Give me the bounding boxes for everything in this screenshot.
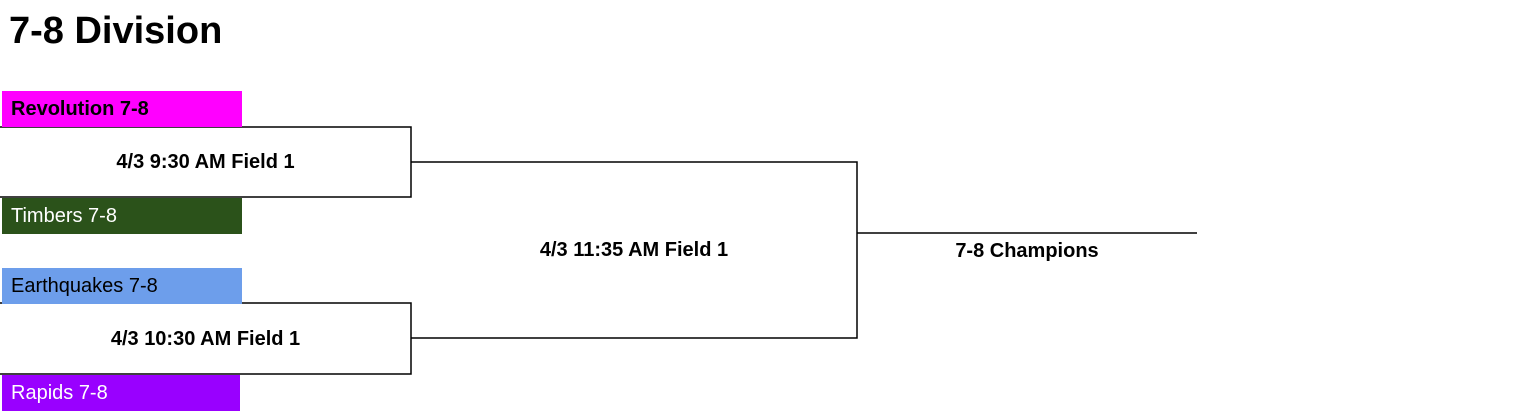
champion-label: 7-8 Champions <box>955 240 1099 262</box>
semi1-game-label: 4/3 9:30 AM Field 1 <box>116 151 295 173</box>
team-timbers: Timbers 7-8 <box>2 198 242 234</box>
division-title: 7-8 Division <box>9 10 223 52</box>
team-earthquakes: Earthquakes 7-8 <box>2 268 242 304</box>
semi2-game-label: 4/3 10:30 AM Field 1 <box>110 328 301 350</box>
team-revolution: Revolution 7-8 <box>2 91 242 127</box>
final-bracket-line <box>411 161 858 339</box>
team-rapids: Rapids 7-8 <box>2 375 240 411</box>
final-game-label: 4/3 11:35 AM Field 1 <box>539 239 729 261</box>
